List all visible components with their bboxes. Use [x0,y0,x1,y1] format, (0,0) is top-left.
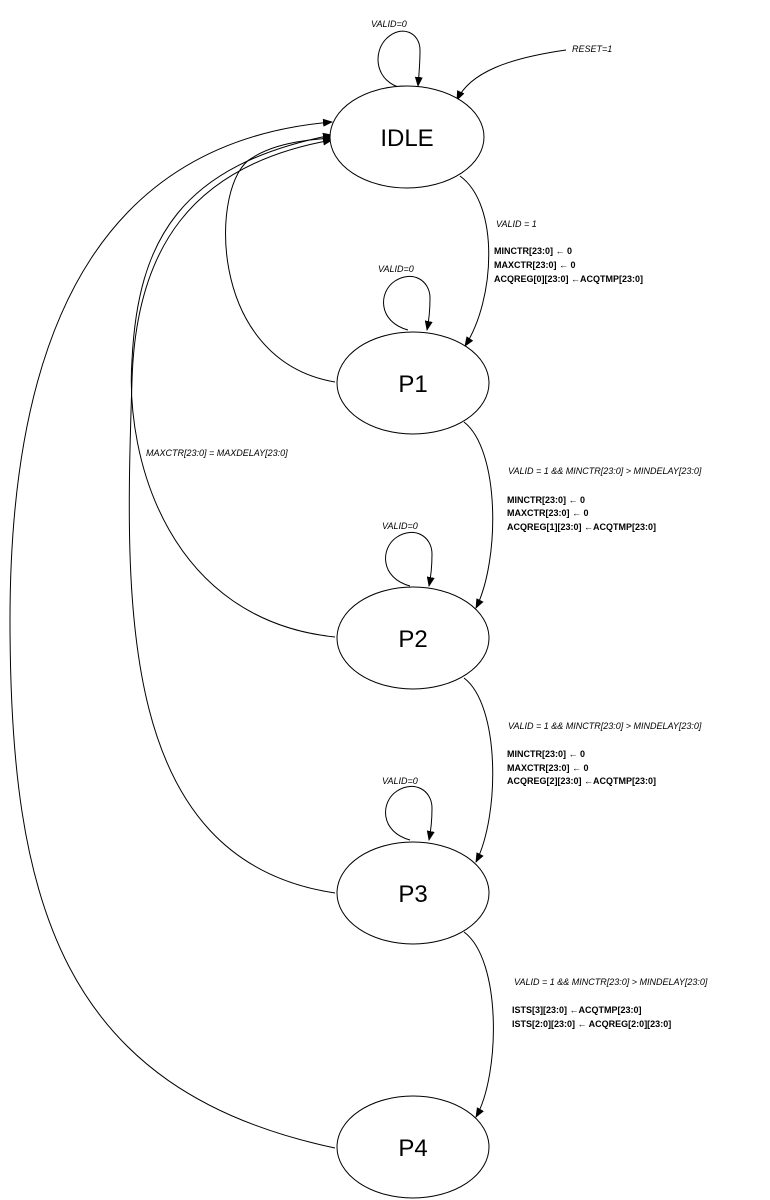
self-loop-idle [377,30,423,89]
transition-p1-p2-condition: VALID = 1 && MINCTR[23:0] > MINDELAY[23:… [508,466,702,476]
state-idle-label: IDLE [380,125,433,152]
transition-p3-p4-condition: VALID = 1 && MINCTR[23:0] > MINDELAY[23:… [514,977,708,987]
state-idle: IDLE [329,85,485,189]
state-p2: P2 [336,586,490,690]
transition-p3-p4-action: ISTS[2:0][23:0] ← ACQREG[2:0][23:0] [512,1019,671,1029]
transition-p1-p2-action: MAXCTR[23:0] ← 0 [507,508,589,518]
edge-p2-to-p3 [463,677,494,863]
state-p1: P1 [336,331,490,435]
transition-idle-p1-condition: VALID = 1 [496,219,537,229]
return-condition-label: MAXCTR[23:0] = MAXDELAY[23:0] [146,448,288,458]
self-loop-label-idle: VALID=0 [371,19,407,29]
reset-label: RESET=1 [572,44,612,54]
edge-idle-to-p1 [459,175,490,347]
edge-p1-to-idle [225,134,336,383]
transition-p2-p3-action: MAXCTR[23:0] ← 0 [507,763,589,773]
self-loop-label-p2: VALID=0 [382,521,418,531]
state-p1-label: P1 [398,371,427,398]
state-p2-label: P2 [398,626,427,653]
state-p3: P3 [336,841,490,945]
transition-idle-p1-action: MAXCTR[23:0] ← 0 [494,260,576,270]
edge-p4-to-idle [9,118,336,1149]
transition-idle-p1-action: ACQREG[0][23:0] ←ACQTMP[23:0] [494,274,643,284]
edge-p3-to-p4 [463,931,494,1118]
transition-idle-p1-action: MINCTR[23:0] ← 0 [494,246,572,256]
transition-p3-p4-action: ISTS[3][23:0] ←ACQTMP[23:0] [512,1005,642,1015]
transition-p1-p2-action: ACQREG[1][23:0] ←ACQTMP[23:0] [507,522,656,532]
state-p4-label: P4 [398,1135,427,1162]
self-loop-label-p3: VALID=0 [382,776,418,786]
edge-p2-to-idle [130,132,336,638]
self-loop-p1 [383,275,433,331]
state-p3-label: P3 [398,881,427,908]
self-loop-p3 [385,785,435,841]
transition-p2-p3-condition: VALID = 1 && MINCTR[23:0] > MINDELAY[23:… [508,721,702,731]
self-loop-p2 [385,531,435,587]
transition-p2-p3-action: ACQREG[2][23:0] ←ACQTMP[23:0] [507,776,656,786]
edge-reset [456,49,567,101]
self-loop-label-p1: VALID=0 [378,264,414,274]
transition-p1-p2-action: MINCTR[23:0] ← 0 [507,495,585,505]
edge-p3-to-idle [128,137,336,894]
state-p4: P4 [336,1095,490,1199]
edge-p1-to-p2 [463,421,494,609]
transition-p2-p3-action: MINCTR[23:0] ← 0 [507,749,585,759]
